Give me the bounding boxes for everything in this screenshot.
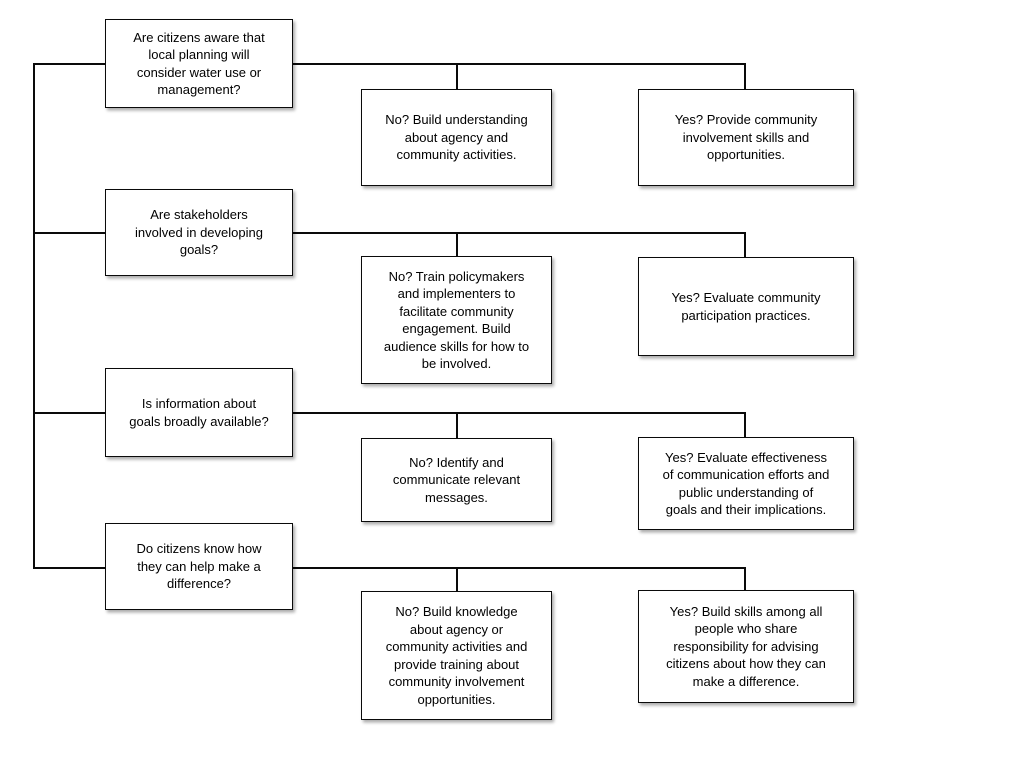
connector-stub-row2 — [33, 232, 105, 234]
connector-yes-drop-row1 — [744, 63, 746, 90]
yes-action-box-2: Yes? Evaluate community participation pr… — [638, 257, 854, 356]
yes-action-text-1: Yes? Provide community involvement skill… — [674, 112, 818, 163]
no-action-box-1: No? Build understanding about agency and… — [361, 89, 552, 186]
connector-branch-row4 — [292, 567, 745, 569]
question-text-2: Are stakeholders involved in developing … — [135, 207, 263, 258]
no-action-box-3: No? Identify and communicate relevant me… — [361, 438, 552, 522]
question-box-4: Do citizens know how they can help make … — [105, 523, 293, 610]
question-box-2: Are stakeholders involved in developing … — [105, 189, 293, 276]
connector-yes-drop-row2 — [744, 232, 746, 258]
yes-action-box-4: Yes? Build skills among all people who s… — [638, 590, 854, 703]
connector-yes-drop-row4 — [744, 567, 746, 591]
no-action-text-2: No? Train policymakers and implementers … — [383, 268, 530, 372]
connector-stub-row1 — [33, 63, 105, 65]
connector-stub-row3 — [33, 412, 105, 414]
no-action-box-4: No? Build knowledge about agency or comm… — [361, 591, 552, 720]
yes-action-text-4: Yes? Build skills among all people who s… — [666, 603, 826, 689]
yes-action-box-1: Yes? Provide community involvement skill… — [638, 89, 854, 186]
connector-no-drop-row3 — [456, 412, 458, 439]
connector-no-drop-row4 — [456, 567, 458, 592]
question-text-1: Are citizens aware that local planning w… — [133, 29, 265, 98]
no-action-box-2: No? Train policymakers and implementers … — [361, 256, 552, 384]
question-text-3: Is information about goals broadly avail… — [129, 396, 269, 429]
connector-no-drop-row2 — [456, 232, 458, 257]
no-action-text-4: No? Build knowledge about agency or comm… — [385, 604, 528, 707]
question-box-3: Is information about goals broadly avail… — [105, 368, 293, 457]
yes-action-text-3: Yes? Evaluate effectiveness of communica… — [662, 449, 830, 518]
no-action-text-3: No? Identify and communicate relevant me… — [392, 454, 521, 505]
connector-branch-row3 — [292, 412, 745, 414]
connector-yes-drop-row3 — [744, 412, 746, 438]
connector-no-drop-row1 — [456, 63, 458, 90]
question-box-1: Are citizens aware that local planning w… — [105, 19, 293, 108]
no-action-text-1: No? Build understanding about agency and… — [385, 112, 528, 163]
connector-branch-row2 — [292, 232, 745, 234]
yes-action-text-2: Yes? Evaluate community participation pr… — [671, 290, 821, 323]
connector-branch-row1 — [292, 63, 745, 65]
yes-action-box-3: Yes? Evaluate effectiveness of communica… — [638, 437, 854, 530]
connector-stub-row4 — [33, 567, 105, 569]
connector-left-spine — [33, 63, 35, 569]
question-text-4: Do citizens know how they can help make … — [136, 541, 262, 592]
